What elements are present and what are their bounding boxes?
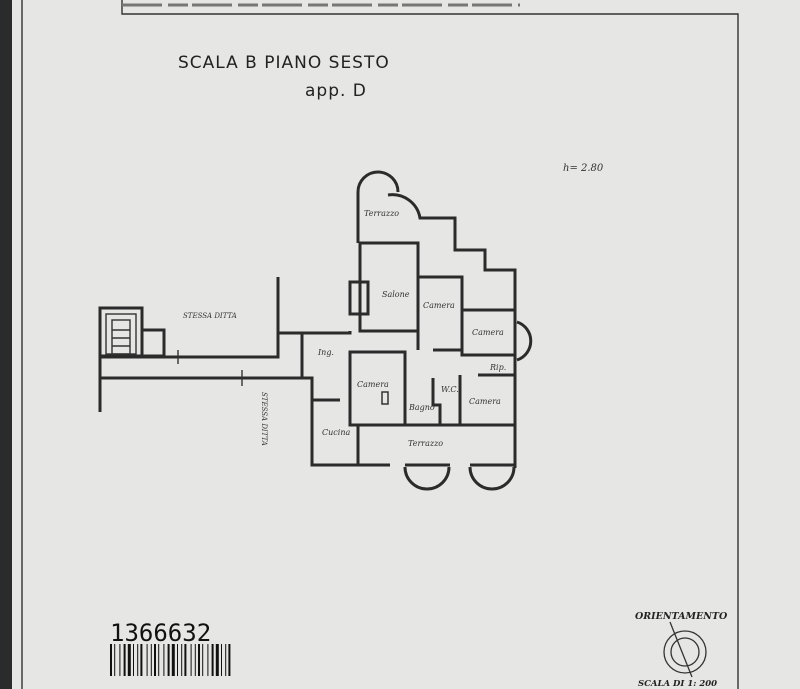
- room-labels: Terrazzo Salone Camera Camera Rip. Ing. …: [183, 209, 506, 448]
- scan-edge: [0, 0, 12, 689]
- orientation-label: ORIENTAMENTO: [635, 611, 728, 622]
- room-label-terrace-top: Terrazzo: [364, 209, 399, 218]
- room-label-entrance: Ing.: [317, 348, 334, 357]
- room-label-bedroom-lower-right: Camera: [469, 397, 501, 406]
- scale-label: SCALA DI 1: 200: [638, 679, 717, 689]
- room-label-living: Salone: [382, 290, 410, 299]
- barcode-bar: [140, 644, 143, 676]
- apartment-label: app. D: [305, 81, 367, 101]
- barcode-bar: [202, 644, 204, 676]
- barcode-bar: [119, 644, 121, 676]
- room-label-wc: W.C.: [441, 385, 459, 394]
- barcode-bar: [225, 644, 227, 676]
- barcode-bar: [133, 644, 134, 676]
- room-label-bedroom-upper: Camera: [423, 301, 455, 310]
- barcode-bar: [194, 644, 196, 676]
- barcode-bar: [163, 644, 165, 676]
- label-same-owner-horizontal: STESSA DITTA: [183, 312, 237, 320]
- room-label-storage: Rip.: [489, 363, 506, 372]
- barcode-bar: [137, 644, 139, 676]
- ceiling-height-note: h= 2.80: [563, 163, 604, 174]
- barcode-bar: [215, 644, 219, 676]
- barcode-bar: [150, 644, 152, 676]
- barcode-bar: [146, 644, 148, 676]
- room-label-kitchen: Cucina: [322, 428, 350, 437]
- barcode-bar: [181, 644, 183, 676]
- label-same-owner-vertical: STESSA DITTA: [260, 392, 268, 446]
- room-label-bedroom-middle: Camera: [357, 380, 389, 389]
- compass-icon: [663, 621, 707, 678]
- barcode-bar: [110, 644, 112, 676]
- barcode-bar: [184, 644, 187, 676]
- floor-plan-walls: [98, 170, 533, 491]
- barcode-bar: [207, 644, 209, 676]
- barcode-number: 1366632: [110, 619, 211, 647]
- barcode-bar: [154, 644, 156, 676]
- barcode-bar: [221, 644, 222, 676]
- barcode-bar: [158, 644, 160, 676]
- barcode-bar: [167, 644, 170, 676]
- barcode-bar: [171, 644, 175, 676]
- room-label-bathroom: Bagno: [408, 403, 435, 412]
- barcode-bar: [123, 644, 126, 676]
- barcode-bar: [228, 644, 231, 676]
- room-label-bedroom-right: Camera: [472, 328, 504, 337]
- barcode-bar: [177, 644, 178, 676]
- barcode-bar: [114, 644, 116, 676]
- barcode-bar: [127, 644, 131, 676]
- plan-title: SCALA B PIANO SESTO: [178, 53, 390, 73]
- barcode-bar: [198, 644, 200, 676]
- barcode-bar: [211, 644, 214, 676]
- room-label-terrace-bottom: Terrazzo: [408, 439, 443, 448]
- sheet-frame: [21, 0, 739, 689]
- barcode: [110, 644, 231, 676]
- barcode-bar: [190, 644, 192, 676]
